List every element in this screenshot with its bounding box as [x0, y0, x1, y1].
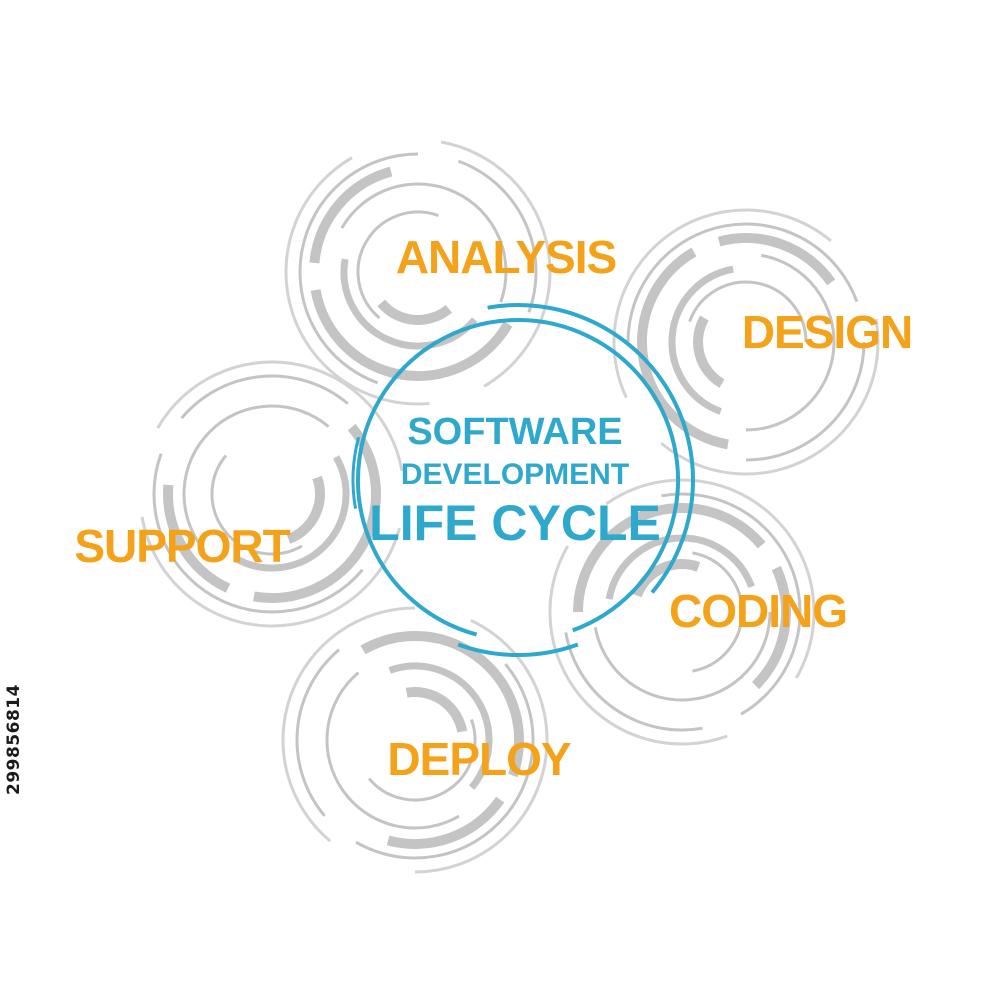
stage-label-deploy: DEPLOY: [387, 733, 570, 785]
center-title-line-1: SOFTWARE: [407, 411, 622, 453]
stage-label-support: SUPPORT: [74, 520, 290, 572]
gear-arc: [745, 341, 866, 462]
gear-arc: [233, 455, 350, 572]
gear-arc: [605, 478, 816, 679]
gear-arc: [182, 404, 330, 552]
decorative-gear-rings: [140, 140, 880, 874]
center-title-line-2: DEVELOPMENT: [401, 458, 629, 491]
gear-arc: [152, 453, 364, 614]
gear-arc: [386, 796, 505, 849]
gear-arc: [210, 454, 303, 556]
gear-arc: [253, 423, 381, 603]
gear-arc: [284, 156, 430, 406]
gear-arc: [325, 671, 460, 830]
gear-arc: [661, 492, 802, 716]
gear-ring-design: [612, 208, 880, 476]
stage-label-coding: CODING: [669, 585, 847, 637]
gear-arc: [457, 159, 538, 313]
cycle-ring-outer-arc: [355, 318, 680, 637]
gear-arc: [593, 611, 772, 702]
gear-arc: [745, 253, 836, 432]
gear-ring-deploy: [281, 606, 549, 874]
gear-arc: [298, 152, 419, 385]
gear-arc: [564, 632, 703, 732]
gear-ring-support: [140, 360, 404, 628]
gear-arc: [693, 315, 725, 388]
central-cycle-ring: [351, 303, 695, 658]
gear-arc: [548, 545, 728, 746]
gear-arc: [156, 360, 404, 472]
gear-arc: [286, 475, 325, 544]
gear-arc: [377, 299, 453, 325]
gear-arc: [751, 565, 791, 690]
gear-arc: [692, 551, 744, 673]
gear-arc: [295, 648, 341, 817]
gear-arc: [367, 718, 477, 802]
gear-arc: [660, 318, 880, 476]
gear-arc: [281, 606, 416, 843]
gear-arc: [612, 208, 832, 399]
gear-arc: [414, 619, 549, 874]
cycle-ring-left-tick: [351, 436, 361, 509]
gear-arc: [717, 233, 836, 286]
gear-arc: [440, 140, 552, 388]
gear-arc: [668, 265, 734, 415]
gear-arc: [163, 484, 231, 593]
stage-label-design: DESIGN: [742, 306, 912, 358]
gear-arc: [340, 258, 478, 350]
gear-arc: [632, 559, 701, 598]
gear-arc: [626, 222, 859, 343]
gear-arc: [180, 374, 349, 420]
gear-arc: [573, 503, 766, 613]
center-title-line-3: LIFE CYCLE: [369, 495, 661, 551]
gear-arc: [309, 166, 393, 264]
gear-arc: [355, 663, 535, 860]
gear-ring-coding: [548, 478, 816, 746]
gear-arc: [405, 687, 468, 733]
center-title: SOFTWARE DEVELOPMENT LIFE CYCLE: [369, 411, 661, 551]
gear-arc: [140, 516, 401, 628]
gear-arc: [340, 182, 508, 303]
gear-arc: [637, 247, 729, 450]
stock-image-id: 299856814: [4, 684, 24, 795]
cycle-ring-bottom-arc: [457, 642, 579, 658]
gear-arc: [688, 280, 808, 343]
cycle-ring-top-arc: [487, 303, 695, 594]
gear-arc: [388, 662, 493, 790]
gear-arc: [356, 210, 440, 320]
gear-arc: [605, 534, 755, 600]
gear-arc: [360, 631, 524, 778]
stage-label-analysis: ANALYSIS: [396, 231, 616, 283]
